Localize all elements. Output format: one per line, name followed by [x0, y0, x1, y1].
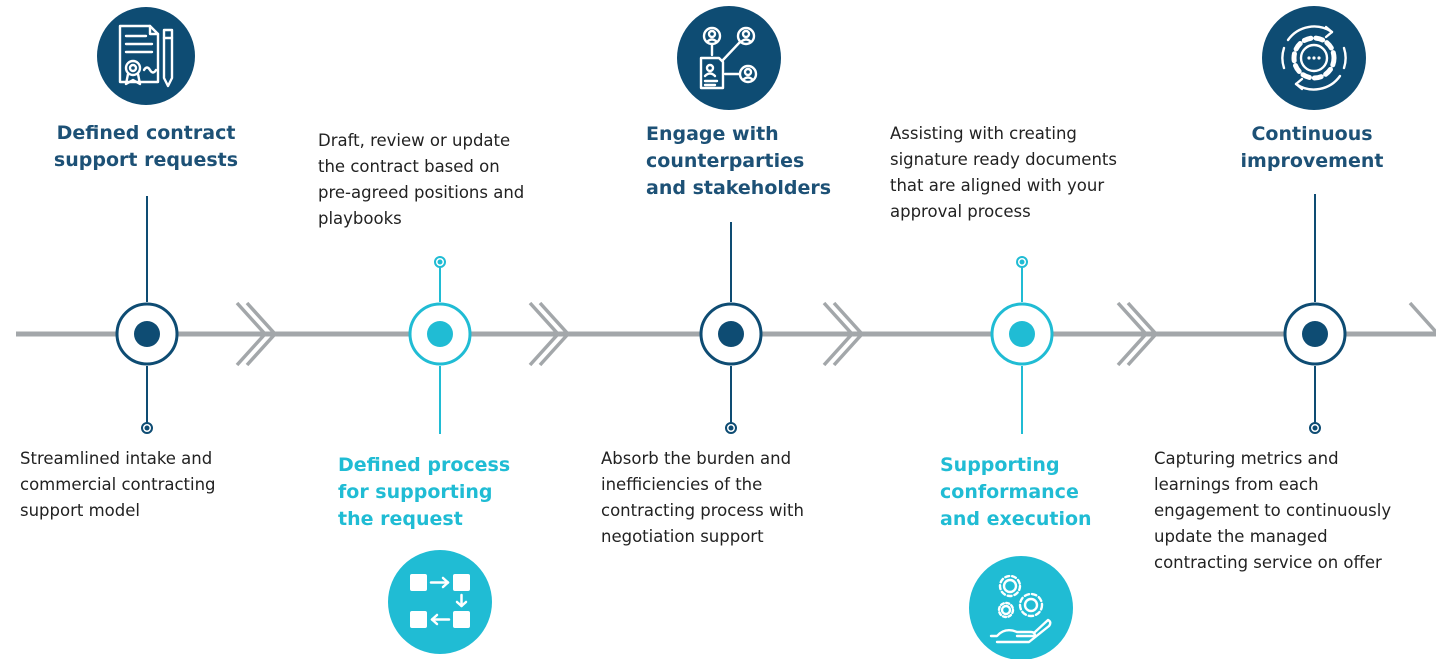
contract-document-icon	[97, 7, 195, 105]
step-description-process: Draft, review or update the contract bas…	[318, 131, 525, 228]
arrow-chevron-5	[1408, 301, 1436, 334]
process-flow-icon	[388, 550, 492, 654]
connector-dot-inner	[728, 425, 734, 431]
node-execution	[990, 256, 1054, 434]
gears-hand-icon	[969, 556, 1073, 659]
node-core	[427, 321, 453, 347]
arrow-chevron-4	[1116, 301, 1149, 367]
step-description-engage: Absorb the burden and inefficiencies of …	[601, 449, 804, 546]
arrow-chevron-3	[822, 301, 855, 367]
step-title-engage: Engage with counterparties and stakehold…	[646, 123, 832, 199]
connector-dot-inner	[437, 259, 443, 265]
timeline-arrows	[235, 301, 1436, 367]
stakeholders-network-icon	[677, 6, 781, 110]
node-process	[408, 256, 472, 434]
arrow-chevron-2	[528, 301, 561, 367]
arrow-chevron-1	[235, 301, 268, 367]
step-description-execution: Assisting with creating signature ready …	[890, 124, 1117, 221]
arrow-chevron-3b	[832, 301, 865, 367]
step-description-intake: Streamlined intake and commercial contra…	[20, 449, 216, 520]
node-engage	[699, 222, 763, 434]
node-core	[1302, 321, 1328, 347]
connector-dot-inner	[1019, 259, 1025, 265]
arrow-chevron-4b	[1126, 301, 1159, 367]
continuous-improvement-gear-icon	[1262, 6, 1366, 110]
step-title-improvement: Continuous improvement	[1240, 123, 1384, 172]
arrow-chevron-2b	[538, 301, 571, 367]
node-intake	[115, 196, 179, 434]
connector-dot-inner	[1312, 425, 1318, 431]
node-core	[1009, 321, 1035, 347]
node-improvement	[1283, 194, 1347, 434]
step-title-process: Defined process for supporting the reque…	[338, 454, 511, 530]
step-title-execution: Supporting conformance and execution	[940, 454, 1092, 530]
step-title-intake: Defined contract support requests	[53, 122, 239, 171]
step-description-improvement: Capturing metrics and learnings from eac…	[1154, 449, 1392, 572]
node-core	[718, 321, 744, 347]
node-core	[134, 321, 160, 347]
connector-dot-inner	[144, 425, 150, 431]
arrow-chevron-1b	[245, 301, 278, 367]
